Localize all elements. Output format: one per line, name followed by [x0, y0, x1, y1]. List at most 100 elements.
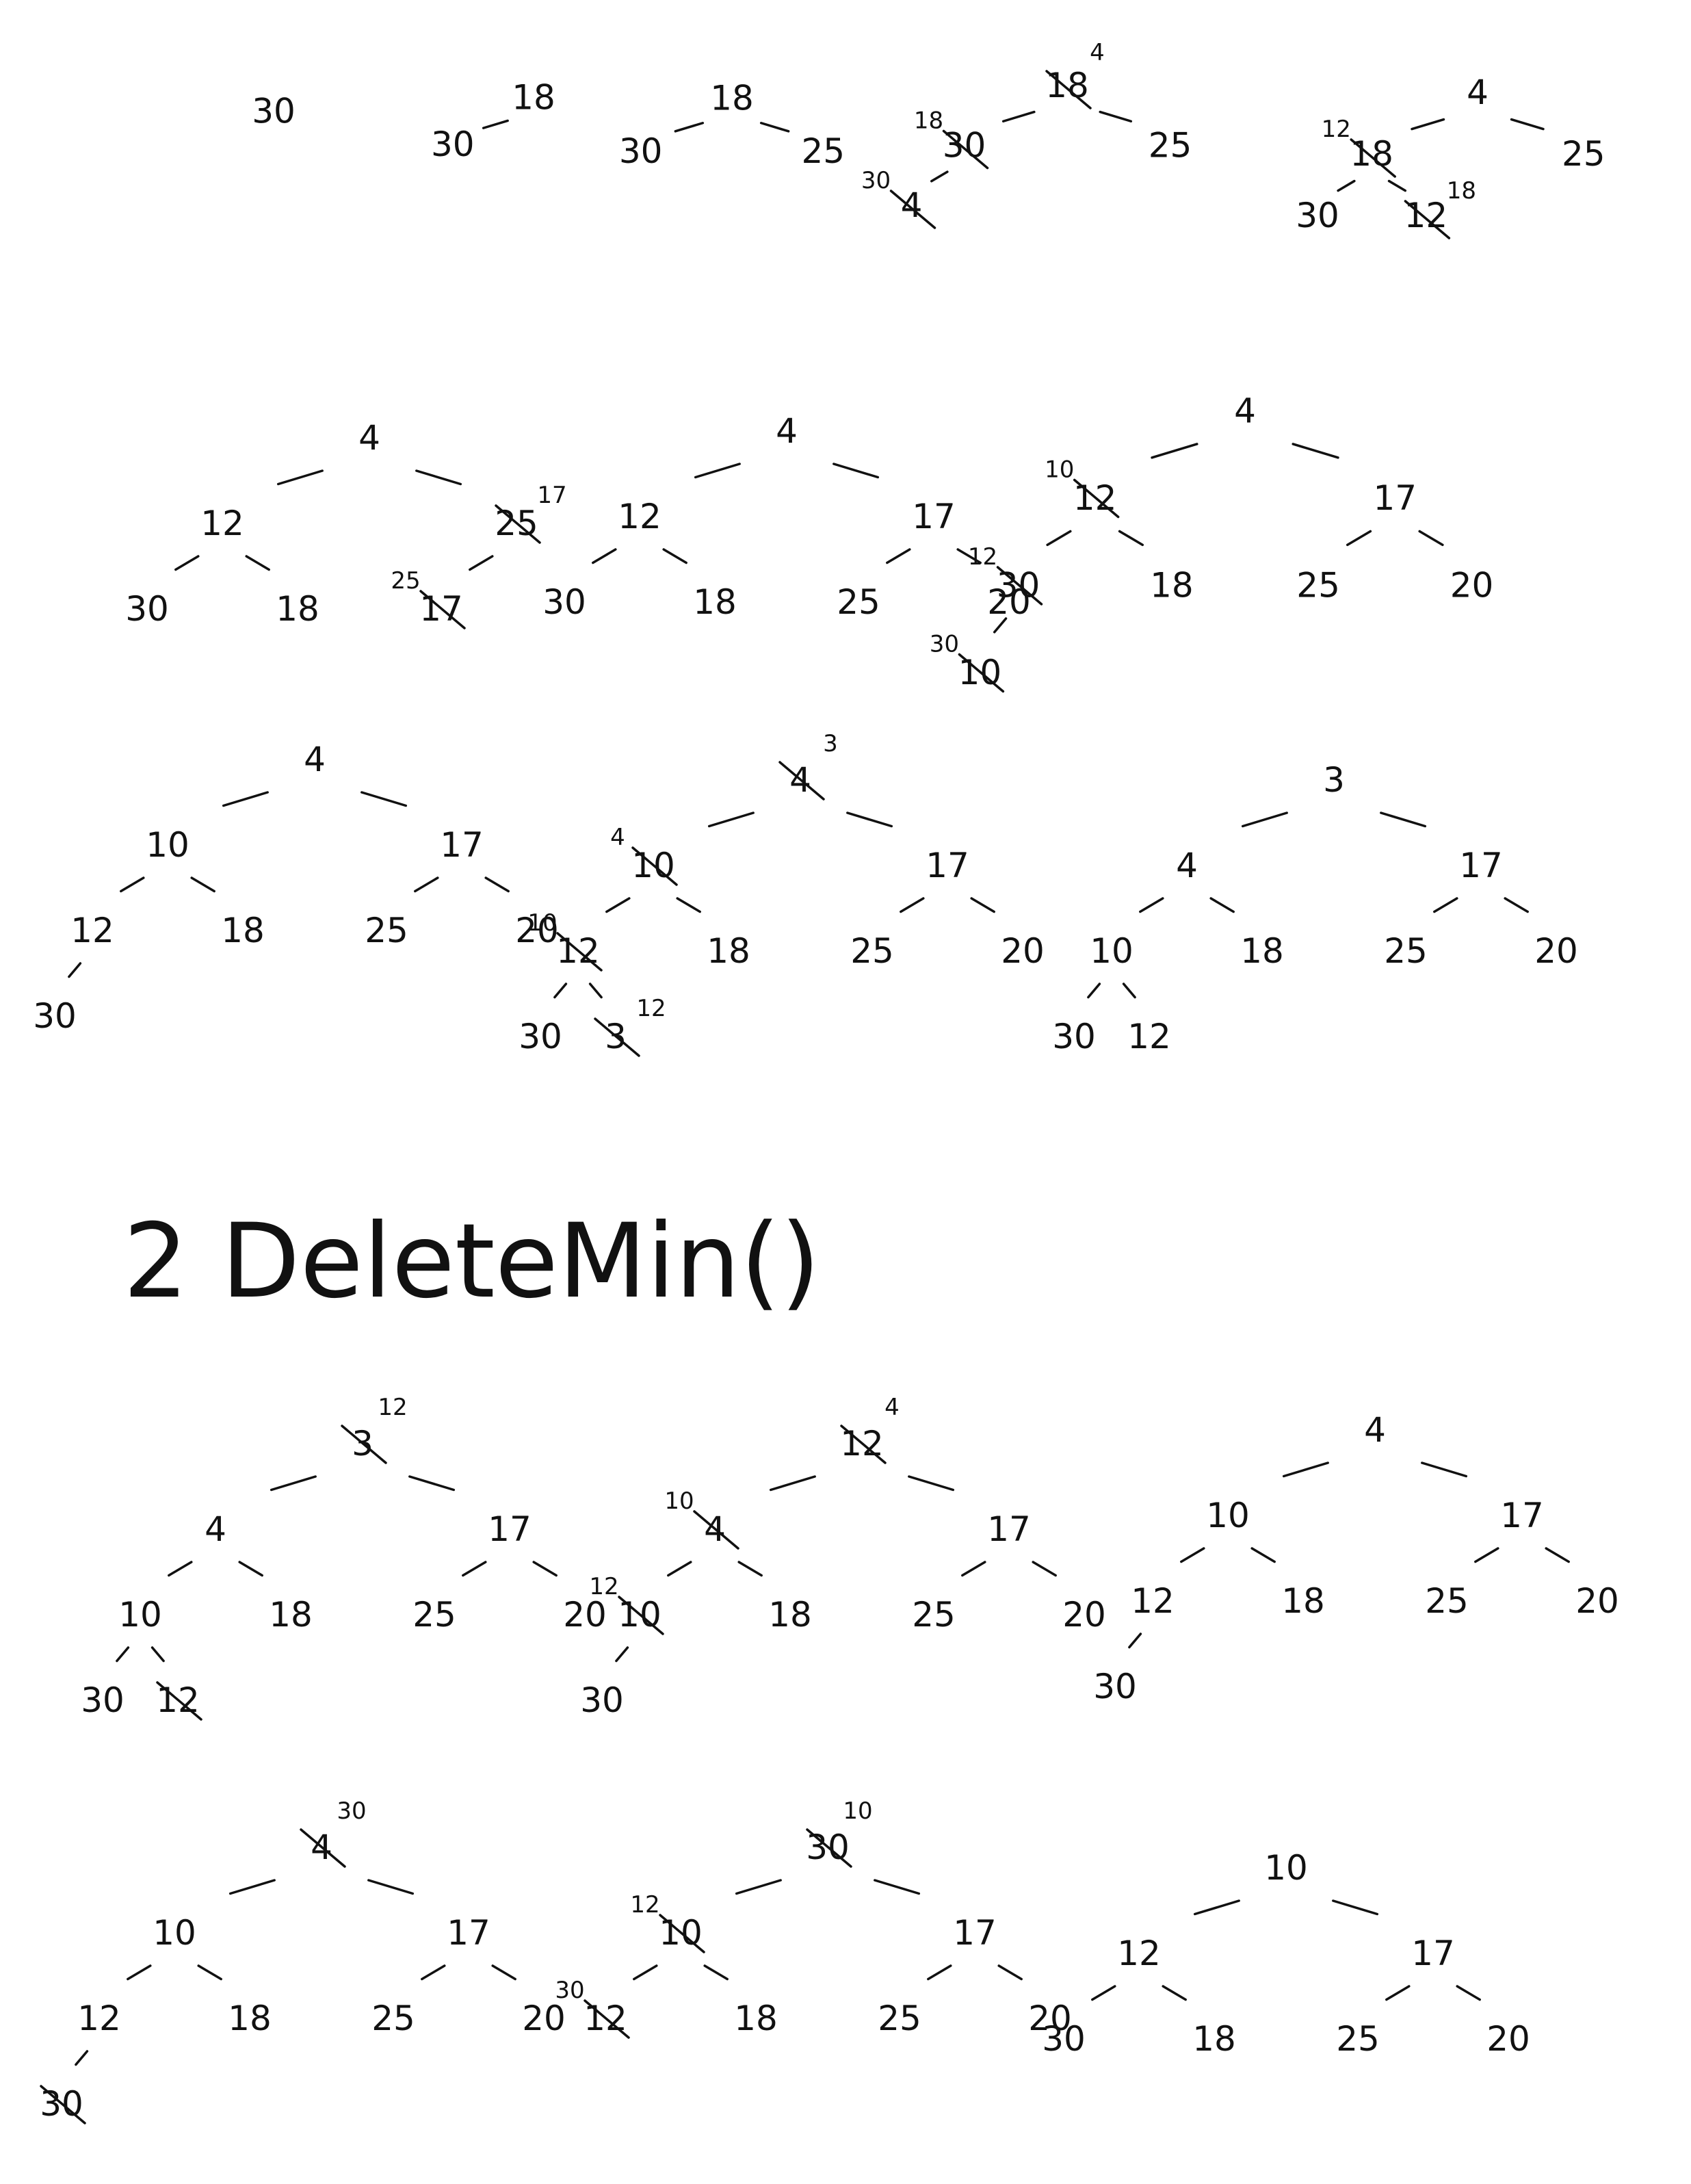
- heap-node-label: 25: [1562, 134, 1605, 174]
- heap-node-label: 10: [1206, 1496, 1250, 1535]
- heap-node-label: 20: [1001, 931, 1045, 971]
- tree-edge: [1241, 811, 1288, 828]
- replacement-value-note: 10: [664, 1487, 694, 1515]
- heap-node-label: 25: [878, 1999, 921, 2038]
- heap-node-label: 4: [901, 185, 923, 225]
- tree-edge: [605, 897, 631, 913]
- heap-node-label: 20: [522, 1999, 566, 2038]
- strikethrough-mark: [1045, 70, 1092, 109]
- heap-node-label: 30: [619, 131, 663, 171]
- tree-edge: [415, 469, 462, 486]
- tree-edge: [1474, 1547, 1499, 1563]
- tree-edge: [276, 469, 324, 486]
- tree-edge: [1046, 530, 1072, 547]
- strikethrough-mark: [419, 590, 466, 629]
- tree-edge: [1128, 1633, 1142, 1649]
- tree-edge: [1162, 1985, 1187, 2001]
- heap-node-label: 4: [1364, 1410, 1386, 1450]
- replacement-value-note: 4: [610, 824, 625, 851]
- tree-edge: [1385, 1985, 1411, 2001]
- heap-node-label: 17: [1373, 478, 1417, 518]
- heap-node-label: 18: [269, 1595, 313, 1635]
- replacement-value-note: 10: [843, 1797, 872, 1825]
- strikethrough-mark: [996, 566, 1043, 606]
- strikethrough-mark: [341, 1425, 387, 1464]
- replacement-value-note: 12: [589, 1573, 618, 1600]
- tree-edge: [1209, 897, 1235, 913]
- tree-edge: [1433, 897, 1458, 913]
- deletemin-sequence: 3124171018252030121244101710121825203041…: [40, 1394, 1619, 2124]
- strikethrough-mark: [584, 1999, 630, 2039]
- tree-edge: [703, 1964, 729, 1981]
- tree-edge: [900, 897, 925, 913]
- tree-edge: [874, 1879, 921, 1895]
- tree-edge: [553, 983, 568, 999]
- replacement-value-note: 18: [914, 107, 943, 135]
- replacement-value-note: 25: [391, 567, 420, 595]
- tree-edge: [150, 1646, 165, 1663]
- tree-edge: [615, 1646, 629, 1663]
- heap-node-label: 4: [776, 411, 798, 451]
- tree-edge: [491, 1964, 516, 1981]
- tree-edge: [694, 463, 741, 479]
- heap-node-label: 4: [1176, 846, 1198, 885]
- heap-node-label: 30: [1296, 196, 1339, 235]
- heap-node-label: 20: [1575, 1581, 1619, 1621]
- tree-edge: [222, 791, 269, 807]
- tree-edge: [1337, 179, 1356, 192]
- heap-node-label: 18: [693, 582, 737, 622]
- tree-edge: [1387, 179, 1407, 192]
- heap-node-label: 20: [1486, 2019, 1530, 2059]
- tree-edge: [1421, 1461, 1468, 1478]
- strikethrough-mark: [1350, 138, 1396, 178]
- deletemin-step-tree-1: 312417101825203012: [81, 1394, 607, 1721]
- heap-node-label: 17: [488, 1509, 532, 1549]
- heap-node-label: 17: [1500, 1496, 1544, 1535]
- heap-node-label: 18: [710, 79, 754, 118]
- heap-node-label: 25: [801, 131, 845, 171]
- heap-node-label: 30: [125, 589, 169, 629]
- heap-node-label: 17: [912, 497, 956, 536]
- heap-node-label: 25: [1384, 931, 1428, 971]
- tree-edge: [1545, 1547, 1570, 1563]
- heap-node-label: 25: [850, 931, 894, 971]
- replacement-value-note: 17: [537, 482, 566, 509]
- tree-edge: [737, 1561, 763, 1577]
- replacement-value-note: 12: [630, 1891, 659, 1919]
- strikethrough-mark: [958, 653, 1005, 693]
- heap-node-label: 25: [912, 1595, 956, 1635]
- heap-node-label: 18: [707, 931, 750, 971]
- insert-step-tree-8: 412101730121825201030: [930, 391, 1493, 693]
- strikethrough-mark: [840, 1425, 887, 1464]
- heap-node-label: 18: [221, 911, 265, 950]
- heap-node-label: 17: [1411, 1934, 1455, 1973]
- heap-node-label: 25: [1336, 2019, 1380, 2059]
- tree-edge: [1292, 443, 1339, 459]
- heap-node-label: 12: [1404, 196, 1448, 235]
- tree-edge: [633, 1964, 658, 1981]
- replacement-value-note: 10: [1045, 456, 1074, 484]
- tree-edge: [1411, 118, 1445, 131]
- tree-edge: [469, 555, 494, 571]
- tree-edge: [270, 1475, 317, 1492]
- heap-node-label: 17: [440, 825, 484, 865]
- heap-node-label: 20: [1534, 931, 1578, 971]
- heap-node-label: 30: [519, 1017, 562, 1056]
- tree-edge: [1087, 983, 1101, 999]
- replacement-value-note: 12: [636, 995, 666, 1022]
- tree-edge: [68, 962, 82, 978]
- tree-edge: [846, 811, 893, 828]
- heap-node-label: 17: [953, 1913, 997, 1953]
- heap-node-label: 18: [1281, 1581, 1325, 1621]
- tree-edge: [1282, 1461, 1329, 1478]
- tree-edge: [367, 1879, 415, 1895]
- tree-edge: [1193, 1899, 1240, 1916]
- heap-node-label: 30: [1052, 1017, 1096, 1056]
- heap-node-label: 20: [515, 911, 559, 950]
- strikethrough-mark: [1073, 478, 1120, 519]
